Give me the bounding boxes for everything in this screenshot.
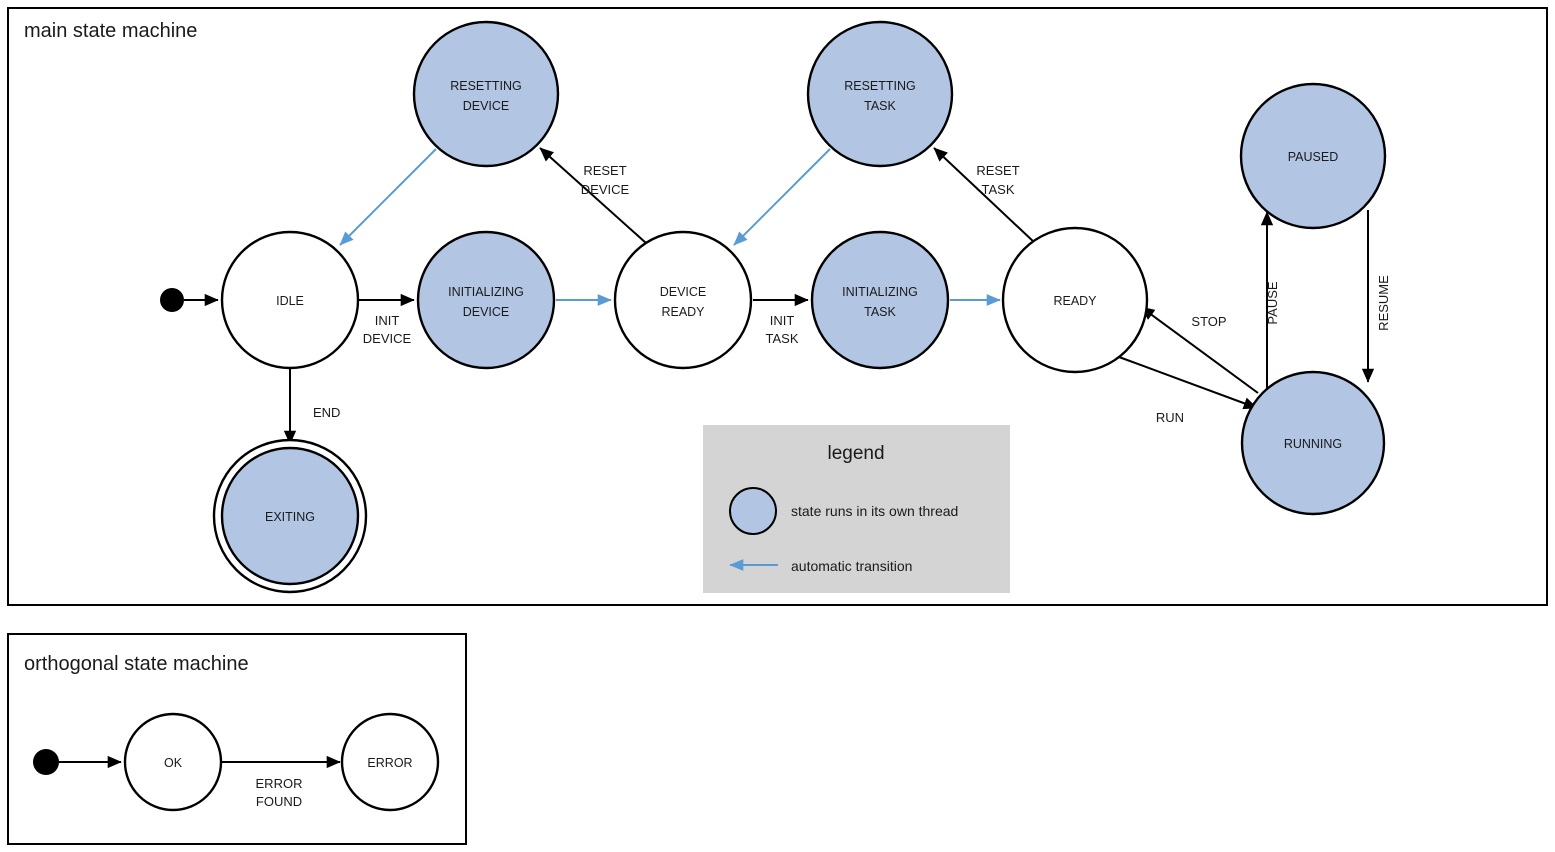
transition-label-line2: DEVICE: [581, 182, 630, 197]
state-paused-label: PAUSED: [1288, 150, 1338, 164]
state-idle[interactable]: IDLE: [220, 230, 360, 370]
legend-threaded-state-text: state runs in its own thread: [791, 503, 958, 519]
main-states: IDLE RESETTING DEVICE INITIALIZING DEVIC…: [212, 20, 1387, 594]
edge-line: [933, 147, 1036, 244]
legend-title: legend: [827, 443, 884, 464]
transition-ready-to-resetting-task: RESET TASK: [933, 147, 1036, 244]
transition-label-line2: DEVICE: [363, 331, 412, 346]
transition-start-to-ok: [33, 749, 122, 775]
transition-label-line1: RESUME: [1376, 275, 1391, 331]
state-error-circle[interactable]: [340, 712, 440, 812]
state-idle-circle[interactable]: [220, 230, 360, 370]
state-initializing-device-circle[interactable]: [416, 230, 556, 370]
transition-paused-to-running: RESUME: [1361, 210, 1391, 383]
edge-line-automatic: [339, 148, 437, 246]
state-ok[interactable]: OK: [123, 712, 223, 812]
transition-label-line1: RUN: [1156, 410, 1184, 425]
legend-item-threaded-state: state runs in its own thread: [729, 487, 958, 535]
transition-label-line1: RESET: [583, 163, 626, 178]
transition-running-to-paused: PAUSE: [1260, 211, 1280, 400]
transition-ready-to-running: RUN: [1118, 356, 1258, 425]
state-resetting-device-circle[interactable]: [412, 20, 560, 168]
state-ready-circle[interactable]: [1001, 226, 1149, 374]
transition-label-line1: END: [313, 405, 340, 420]
state-resetting-task-circle[interactable]: [806, 20, 954, 168]
main-frame-title: main state machine: [24, 20, 197, 42]
state-ready[interactable]: READY: [1001, 226, 1149, 374]
state-error-label: ERROR: [367, 756, 412, 770]
transition-label-line1: INIT: [375, 313, 400, 328]
transition-label-line2: FOUND: [256, 794, 302, 809]
state-device-ready-label-line1: DEVICE: [660, 285, 707, 299]
transition-resetting-task-to-device-ready: [733, 148, 831, 246]
state-ok-circle[interactable]: [123, 712, 223, 812]
state-initializing-task-circle[interactable]: [810, 230, 950, 370]
initial-state-marker: [33, 749, 59, 775]
transition-idle-to-initializing-device: INIT DEVICE: [358, 293, 415, 346]
state-running-circle[interactable]: [1240, 370, 1386, 516]
orthogonal-transitions: ERROR FOUND: [33, 749, 341, 809]
transition-running-to-ready: STOP: [1140, 306, 1259, 394]
transition-label-line1: RESET: [976, 163, 1019, 178]
state-resetting-task[interactable]: RESETTING TASK: [806, 20, 954, 168]
state-running[interactable]: RUNNING: [1240, 370, 1386, 516]
transition-label-line1: PAUSE: [1265, 281, 1280, 324]
state-initializing-device[interactable]: INITIALIZING DEVICE: [416, 230, 556, 370]
state-initializing-task[interactable]: INITIALIZING TASK: [810, 230, 950, 370]
state-exiting-circle[interactable]: [220, 446, 360, 586]
state-exiting[interactable]: EXITING: [212, 438, 368, 594]
transition-label-line2: TASK: [982, 182, 1015, 197]
edge-line: [1140, 306, 1259, 394]
state-resetting-task-label-line1: RESETTING: [844, 79, 916, 93]
orthogonal-states: OK ERROR: [123, 712, 440, 812]
state-device-ready-label-line2: READY: [661, 305, 705, 319]
state-resetting-device-label-line2: DEVICE: [463, 99, 510, 113]
main-transitions: INIT DEVICE RESET DEVICE INIT TASK: [160, 147, 1391, 445]
edge-line: [1118, 356, 1258, 410]
initial-state-marker: [160, 288, 184, 312]
transition-resetting-device-to-idle: [339, 148, 437, 246]
state-ready-label: READY: [1053, 294, 1097, 308]
main-state-machine-frame: main state machine INIT DEVICE RESET: [7, 7, 1548, 606]
state-ok-label: OK: [164, 756, 183, 770]
state-idle-label: IDLE: [276, 294, 304, 308]
state-initializing-task-label-line2: TASK: [864, 305, 896, 319]
edge-line: [539, 147, 647, 244]
transition-label-line1: INIT: [770, 313, 795, 328]
transition-label-line2: TASK: [766, 331, 799, 346]
state-initializing-device-label-line1: INITIALIZING: [448, 285, 524, 299]
transition-start-to-idle: [160, 288, 219, 312]
state-resetting-task-label-line2: TASK: [864, 99, 896, 113]
legend-item-automatic-transition: automatic transition: [729, 558, 912, 574]
state-device-ready[interactable]: DEVICE READY: [613, 230, 753, 370]
state-initializing-device-label-line2: DEVICE: [463, 305, 510, 319]
transition-device-ready-to-initializing-task: INIT TASK: [753, 293, 809, 346]
transition-label-line1: ERROR: [256, 776, 303, 791]
state-initializing-task-label-line1: INITIALIZING: [842, 285, 918, 299]
transition-idle-to-exiting: END: [283, 368, 340, 445]
state-paused[interactable]: PAUSED: [1239, 82, 1387, 230]
state-paused-circle[interactable]: [1239, 82, 1387, 230]
legend-threaded-state-swatch-icon: [729, 487, 777, 535]
legend: legend state runs in its own thread auto…: [703, 425, 1010, 593]
state-resetting-device-label-line1: RESETTING: [450, 79, 522, 93]
state-running-label: RUNNING: [1284, 437, 1342, 451]
orthogonal-state-machine-frame: orthogonal state machine ERROR FOUND OK: [7, 633, 467, 845]
edge-line-automatic: [733, 148, 831, 246]
transition-label-line1: STOP: [1191, 314, 1226, 329]
state-resetting-device[interactable]: RESETTING DEVICE: [412, 20, 560, 168]
state-error[interactable]: ERROR: [340, 712, 440, 812]
orthogonal-frame-title: orthogonal state machine: [24, 653, 249, 675]
state-exiting-label: EXITING: [265, 510, 315, 524]
transition-ok-to-error: ERROR FOUND: [221, 755, 341, 809]
transition-device-ready-to-resetting-device: RESET DEVICE: [539, 147, 647, 244]
legend-automatic-transition-text: automatic transition: [791, 558, 912, 574]
state-device-ready-circle[interactable]: [613, 230, 753, 370]
